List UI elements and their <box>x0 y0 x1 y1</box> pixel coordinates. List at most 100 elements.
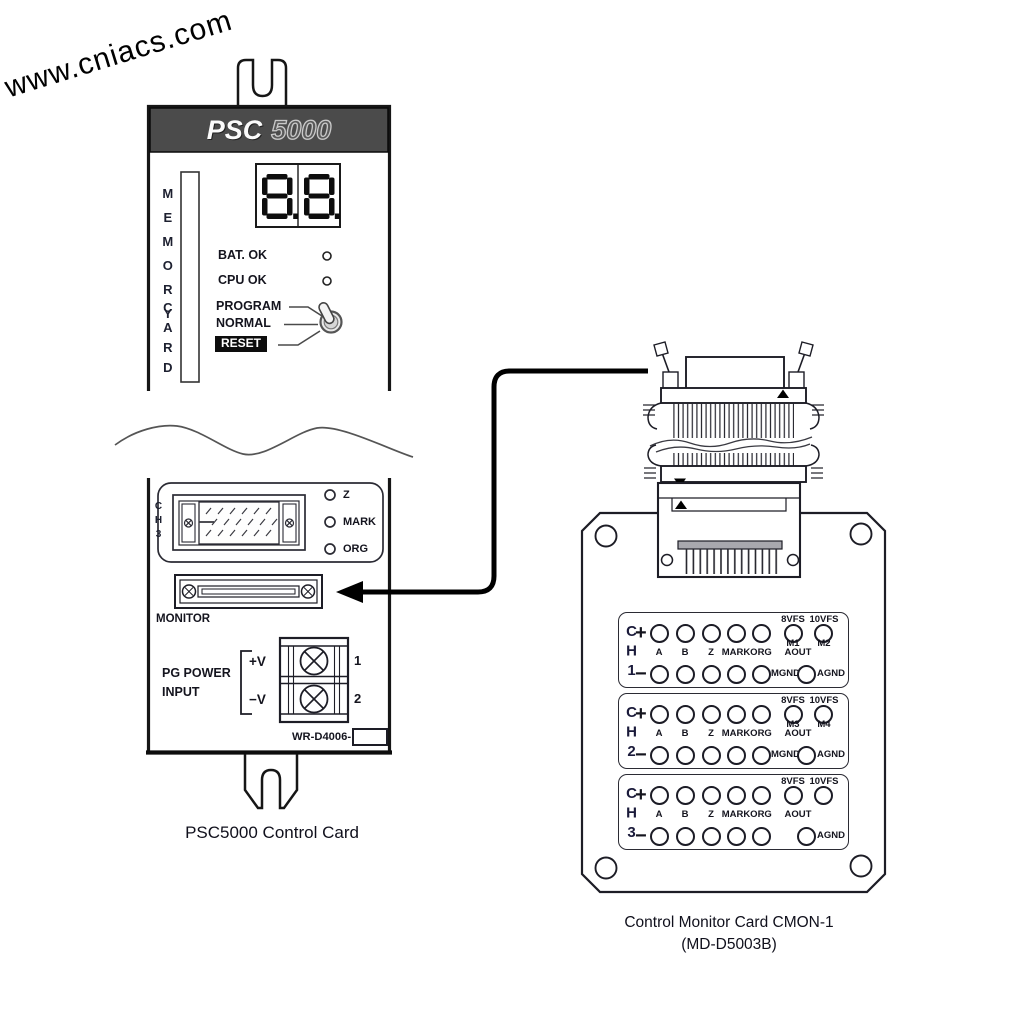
ch3-z-label: Z <box>708 809 714 820</box>
program-label: PROGRAM <box>216 299 282 313</box>
test-point <box>751 826 771 846</box>
minus-v-label: −V <box>249 692 266 707</box>
ch2-b-label: B <box>681 728 689 739</box>
ch1-b-label: B <box>681 647 689 658</box>
led-org-label: ORG <box>343 543 369 555</box>
test-point <box>649 745 669 765</box>
ch3-plus-sign: + <box>635 784 647 806</box>
test-point <box>701 704 721 724</box>
ribbon-cable-assembly <box>643 341 824 579</box>
normal-label: NORMAL <box>216 316 271 330</box>
plus-v-label: +V <box>249 654 266 669</box>
test-point <box>701 785 721 805</box>
test-point <box>751 704 771 724</box>
test-point <box>701 745 721 765</box>
terminal-2-label: 2 <box>354 691 362 706</box>
test-point <box>701 623 721 643</box>
input-label: INPUT <box>162 685 200 699</box>
ch2-agnd-label: AGND <box>817 749 845 760</box>
test-point <box>751 785 771 805</box>
watermark-text: www.cniacs.com <box>1 3 237 105</box>
ch1-aout-label: AOUT <box>784 647 812 658</box>
ch1-minus-sign: − <box>635 663 647 685</box>
ch3-b-label: B <box>681 809 689 820</box>
ch2-m4-label: M4 <box>817 719 831 730</box>
ch3-aout-label: AOUT <box>784 809 812 820</box>
cmon-ch1-block: CH1 + − 8VFS 10VFS M1 M2 A B Z MARK ORG … <box>618 612 849 688</box>
cmon-caption-line1: Control Monitor Card CMON-1 <box>624 914 834 931</box>
test-point <box>649 785 669 805</box>
test-point <box>675 745 695 765</box>
arrow-connector <box>336 368 648 603</box>
test-point <box>726 623 746 643</box>
ch3-mark-label: MARK <box>721 809 751 820</box>
monitor-label: MONITOR <box>156 613 211 625</box>
seven-segment-display <box>255 163 341 228</box>
cmon-caption-line2: (MD-D5003B) <box>681 936 777 953</box>
test-point <box>701 826 721 846</box>
psc-caption: PSC5000 Control Card <box>185 823 359 842</box>
ch1-z-label: Z <box>708 647 714 658</box>
led-z-label: Z <box>343 489 350 501</box>
test-point <box>813 785 833 805</box>
ch2-mgnd-label: MGND <box>771 749 801 760</box>
test-point <box>726 826 746 846</box>
monitor-connector <box>174 574 323 609</box>
test-point <box>726 745 746 765</box>
part-number-label: WR-D4006- <box>292 731 352 743</box>
test-point <box>649 664 669 684</box>
ch2-aout-label: AOUT <box>784 728 812 739</box>
status-led-icons <box>322 251 332 286</box>
test-point <box>796 745 816 765</box>
ch2-mark-label: MARK <box>721 728 751 739</box>
ch1-a-label: A <box>655 647 663 658</box>
test-point <box>701 664 721 684</box>
cmon-ch3-block: CH3 + − 8VFS 10VFS A B Z MARK ORG AOUT A… <box>618 774 849 850</box>
test-point <box>649 623 669 643</box>
test-point <box>649 826 669 846</box>
break-wave <box>114 424 414 458</box>
ch2-z-label: Z <box>708 728 714 739</box>
ch1-m2-label: M2 <box>817 638 831 649</box>
test-point <box>675 785 695 805</box>
test-point <box>796 664 816 684</box>
psc-header: PSC 5000 <box>150 108 388 152</box>
test-point <box>726 664 746 684</box>
ch3-org-label: ORG <box>750 809 772 820</box>
pg-power-label: PG POWER <box>162 666 231 680</box>
test-point <box>675 826 695 846</box>
test-point <box>649 704 669 724</box>
led-mark-label: MARK <box>343 516 376 528</box>
toggle-switch-icon <box>318 301 343 334</box>
ch2-minus-sign: − <box>635 744 647 766</box>
bat-ok-label: BAT. OK <box>218 248 268 262</box>
ch2-org-label: ORG <box>750 728 772 739</box>
ch1-mark-label: MARK <box>721 647 751 658</box>
mode-switch-lines <box>278 306 323 346</box>
test-point <box>675 664 695 684</box>
psc-brand-label: PSC <box>206 114 263 145</box>
ch1-agnd-label: AGND <box>817 668 845 679</box>
ch2-a-label: A <box>655 728 663 739</box>
psc-model-label: 5000 <box>271 114 332 145</box>
ch3-a-label: A <box>655 809 663 820</box>
test-point <box>726 704 746 724</box>
cpu-ok-label: CPU OK <box>218 273 267 287</box>
test-point <box>751 745 771 765</box>
reset-label: RESET <box>215 336 268 353</box>
test-point <box>796 826 816 846</box>
test-point <box>751 623 771 643</box>
ch3-side-label: CH3 <box>153 501 164 543</box>
ch3-minus-sign: − <box>635 825 647 847</box>
ch2-plus-sign: + <box>635 703 647 725</box>
ch1-org-label: ORG <box>750 647 772 658</box>
ch1-mgnd-label: MGND <box>771 668 801 679</box>
test-point <box>783 785 803 805</box>
ch3-agnd-label: AGND <box>817 830 845 841</box>
terminal-1-label: 1 <box>354 653 362 668</box>
test-point <box>726 785 746 805</box>
cmon-ch2-block: CH2 + − 8VFS 10VFS M3 M4 A B Z MARK ORG … <box>618 693 849 769</box>
test-point <box>675 623 695 643</box>
test-point <box>751 664 771 684</box>
